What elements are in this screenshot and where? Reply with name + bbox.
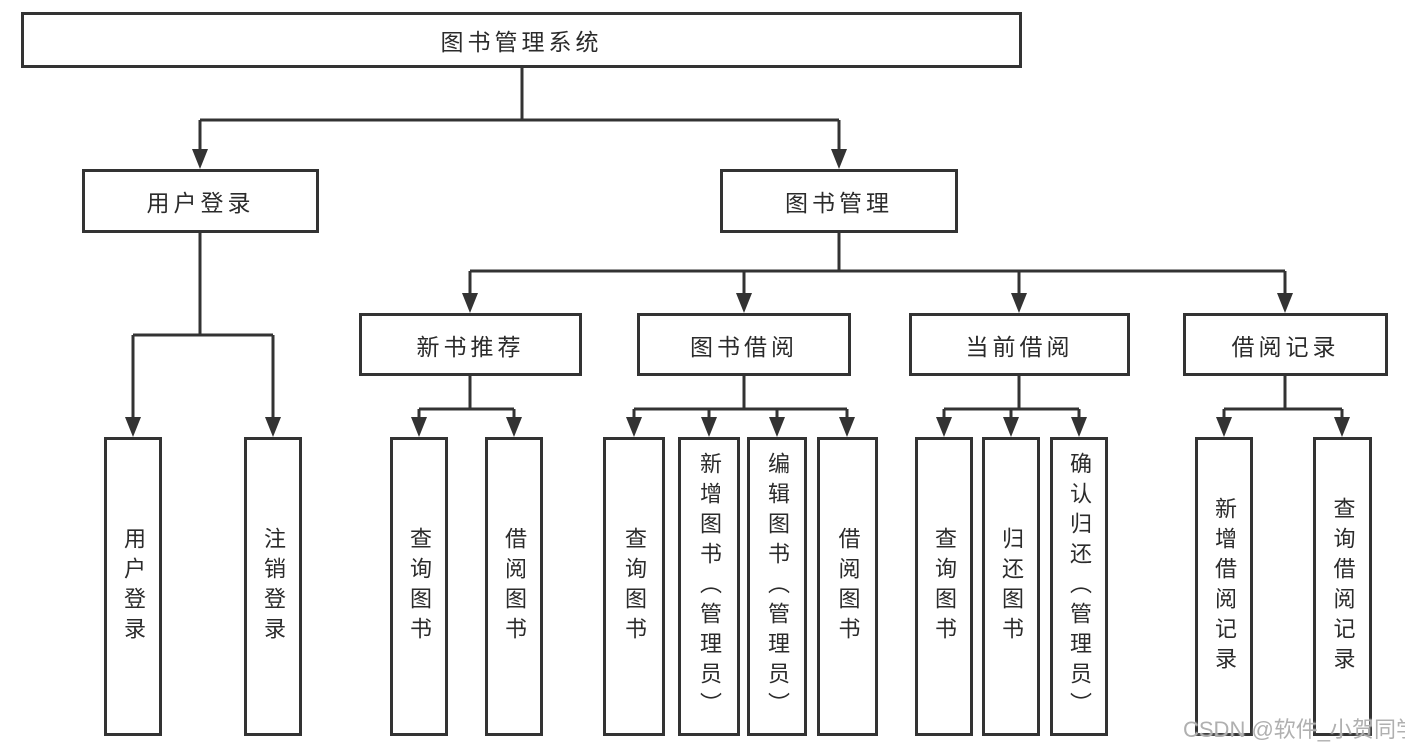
arrow-down-icon	[701, 417, 717, 437]
leaf-label: 借阅图书	[835, 526, 861, 647]
connector-paths	[131, 68, 1344, 421]
arrow-down-icon	[1011, 293, 1027, 313]
arrow-down-icon	[626, 417, 642, 437]
node-borrow-records-label: 借阅记录	[1231, 333, 1340, 360]
leaf-add-borrow-record: 新增借阅记录	[1195, 437, 1253, 736]
leaf-label: 查询图书	[622, 526, 647, 647]
node-current-borrow-label: 当前借阅	[965, 333, 1074, 360]
leaf-label: 新增图书（管理员）	[697, 451, 722, 722]
node-user-login-label: 用户登录	[146, 190, 255, 216]
arrow-down-icon	[1216, 417, 1232, 437]
arrow-down-icon	[736, 293, 752, 313]
leaf-query-books-recommend: 查询图书	[390, 437, 448, 736]
arrow-down-icon	[839, 417, 855, 437]
arrow-down-icon	[1003, 417, 1019, 437]
leaf-query-borrow-record: 查询借阅记录	[1313, 437, 1372, 736]
leaf-user-login: 用户登录	[104, 437, 162, 736]
node-book-management-label: 图书管理	[785, 190, 893, 216]
leaf-logout: 注销登录	[244, 437, 302, 736]
leaf-borrow-books: 借阅图书	[817, 437, 878, 736]
leaf-add-book-admin: 新增图书（管理员）	[678, 437, 740, 736]
leaf-label: 编辑图书（管理员）	[765, 451, 790, 722]
arrow-down-icon	[1334, 417, 1350, 437]
leaf-borrow-books-recommend: 借阅图书	[485, 437, 543, 736]
leaf-label: 归还图书	[999, 526, 1024, 647]
leaf-edit-book-admin: 编辑图书（管理员）	[747, 437, 807, 736]
leaf-label: 查询图书	[932, 526, 957, 647]
arrow-down-icon	[192, 149, 208, 169]
csdn-watermark: CSDN @软件_小贺同学	[1183, 717, 1405, 742]
node-book-borrow: 图书借阅	[637, 313, 851, 376]
node-user-login: 用户登录	[82, 169, 319, 233]
arrow-down-icon	[936, 417, 952, 437]
arrow-down-icon	[462, 293, 478, 313]
node-current-borrow: 当前借阅	[909, 313, 1130, 376]
leaf-label: 新增借阅记录	[1212, 496, 1237, 677]
leaf-label: 借阅图书	[502, 526, 527, 647]
arrow-down-icon	[1071, 417, 1087, 437]
node-new-book-recommend-label: 新书推荐	[416, 333, 525, 360]
node-new-book-recommend: 新书推荐	[359, 313, 582, 376]
arrow-down-icon	[1277, 293, 1293, 313]
arrow-down-icon	[265, 417, 281, 437]
leaf-query-books-borrow: 查询图书	[603, 437, 665, 736]
leaf-label: 查询借阅记录	[1330, 496, 1356, 677]
leaf-label: 用户登录	[121, 526, 146, 647]
arrow-down-icon	[411, 417, 427, 437]
arrow-down-icon	[506, 417, 522, 437]
arrow-down-icon	[769, 417, 785, 437]
node-root: 图书管理系统	[21, 12, 1022, 68]
node-book-borrow-label: 图书借阅	[690, 333, 798, 360]
leaf-label: 查询图书	[407, 526, 432, 647]
leaf-return-book: 归还图书	[982, 437, 1040, 736]
arrow-down-icon	[831, 149, 847, 169]
leaf-query-books-current: 查询图书	[915, 437, 973, 736]
arrowheads	[125, 149, 1350, 437]
arrow-down-icon	[125, 417, 141, 437]
leaf-label: 注销登录	[261, 526, 286, 647]
leaf-label: 确认归还（管理员）	[1067, 451, 1092, 722]
leaf-confirm-return-admin: 确认归还（管理员）	[1050, 437, 1108, 736]
node-root-label: 图书管理系统	[440, 29, 603, 55]
node-book-management: 图书管理	[720, 169, 958, 233]
node-borrow-records: 借阅记录	[1183, 313, 1388, 376]
